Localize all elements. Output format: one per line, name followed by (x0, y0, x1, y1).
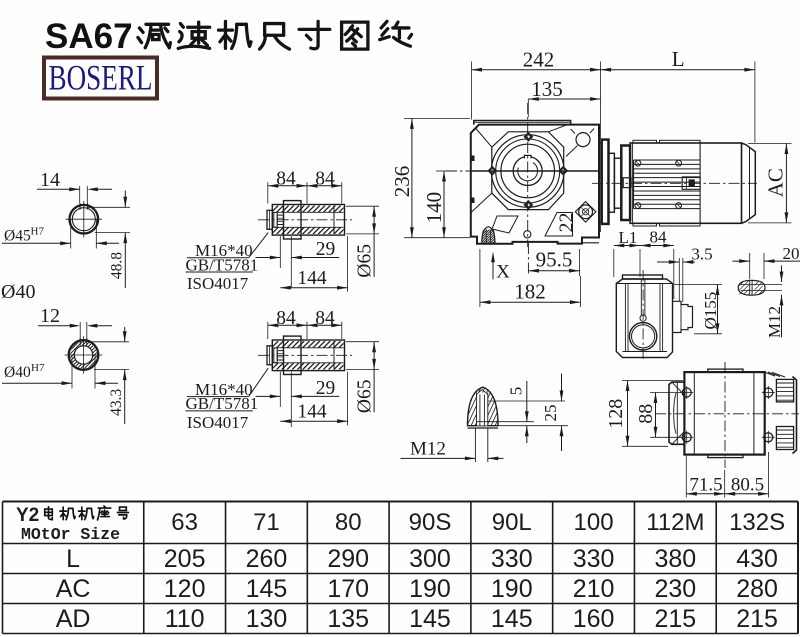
svg-text:132S: 132S (729, 509, 785, 536)
svg-text:110: 110 (165, 605, 205, 633)
svg-text:Ø45: Ø45 (4, 228, 31, 245)
svg-text:29: 29 (316, 378, 336, 399)
svg-text:330: 330 (573, 545, 615, 573)
svg-text:48.8: 48.8 (109, 252, 126, 279)
svg-text:170: 170 (327, 575, 369, 603)
svg-text:280: 280 (736, 575, 778, 603)
svg-text:Ø40: Ø40 (4, 364, 31, 381)
svg-text:300: 300 (409, 545, 451, 573)
svg-text:M16*40: M16*40 (195, 380, 253, 399)
svg-text:128: 128 (605, 399, 627, 429)
svg-text:63: 63 (171, 509, 198, 536)
svg-text:100: 100 (574, 509, 614, 536)
svg-text:22: 22 (556, 213, 578, 233)
svg-text:14: 14 (40, 169, 60, 191)
svg-text:230: 230 (654, 575, 696, 603)
svg-text:190: 190 (409, 575, 451, 603)
svg-text:84: 84 (315, 308, 335, 329)
svg-text:145: 145 (246, 575, 288, 603)
svg-text:ISO4017: ISO4017 (187, 413, 249, 432)
svg-text:25: 25 (541, 405, 560, 422)
svg-text:L: L (66, 545, 80, 573)
svg-text:135: 135 (531, 77, 563, 101)
svg-text:95.5: 95.5 (536, 248, 573, 272)
svg-text:71: 71 (253, 509, 280, 536)
svg-text:380: 380 (654, 545, 696, 573)
svg-text:80: 80 (335, 509, 362, 536)
svg-text:Ø40: Ø40 (1, 281, 35, 303)
svg-text:145: 145 (491, 605, 533, 633)
svg-text:Y2: Y2 (16, 505, 39, 526)
svg-text:120: 120 (164, 575, 206, 603)
svg-text:3.5: 3.5 (691, 245, 712, 264)
svg-text:112M: 112M (646, 509, 704, 536)
svg-text:84: 84 (315, 168, 335, 189)
svg-text:Ø65: Ø65 (355, 244, 376, 278)
svg-text:M12: M12 (765, 306, 784, 338)
svg-text:M16*40: M16*40 (195, 241, 253, 260)
svg-text:M12: M12 (410, 439, 446, 460)
svg-text:GB/T5781: GB/T5781 (186, 255, 259, 274)
svg-text:SA67: SA67 (45, 17, 133, 56)
svg-text:135: 135 (327, 605, 369, 633)
svg-text:90S: 90S (409, 509, 452, 536)
svg-text:205: 205 (164, 545, 206, 573)
svg-text:182: 182 (514, 280, 546, 304)
svg-text:20: 20 (783, 244, 800, 263)
svg-text:140: 140 (422, 192, 446, 224)
svg-text:X: X (496, 262, 510, 283)
svg-text:215: 215 (654, 605, 696, 633)
svg-text:84: 84 (276, 168, 296, 189)
svg-text:BOSERL: BOSERL (49, 58, 153, 98)
svg-text:AC: AC (56, 575, 91, 603)
svg-text:5: 5 (507, 387, 526, 396)
svg-text:Ø65: Ø65 (355, 380, 376, 414)
svg-text:H7: H7 (31, 362, 45, 374)
svg-text:AD: AD (56, 605, 91, 633)
svg-text:88: 88 (635, 404, 657, 424)
svg-text:144: 144 (297, 268, 327, 289)
svg-text:430: 430 (736, 545, 778, 573)
svg-text:236: 236 (390, 166, 414, 198)
svg-text:190: 190 (491, 575, 533, 603)
svg-text:43.3: 43.3 (108, 388, 125, 415)
svg-text:71.5: 71.5 (689, 474, 722, 495)
svg-text:84: 84 (276, 308, 296, 329)
svg-text:80.5: 80.5 (731, 474, 764, 495)
svg-text:260: 260 (246, 545, 288, 573)
svg-text:130: 130 (246, 605, 288, 633)
svg-text:290: 290 (327, 545, 369, 573)
svg-text:AC: AC (764, 168, 788, 197)
svg-text:144: 144 (297, 402, 327, 423)
svg-text:242: 242 (523, 48, 555, 72)
svg-text:L1: L1 (619, 228, 638, 247)
svg-text:L: L (672, 47, 685, 71)
svg-text:145: 145 (409, 605, 451, 633)
svg-text:90L: 90L (492, 509, 532, 536)
svg-text:MOtOr Size: MOtOr Size (21, 525, 120, 544)
svg-text:215: 215 (736, 605, 778, 633)
svg-text:84: 84 (650, 228, 668, 247)
svg-text:12: 12 (40, 305, 60, 327)
svg-text:Ø155: Ø155 (701, 292, 720, 330)
svg-text:29: 29 (316, 239, 336, 260)
svg-text:GB/T5781: GB/T5781 (186, 394, 259, 413)
svg-text:H7: H7 (31, 226, 45, 238)
svg-text:160: 160 (573, 605, 615, 633)
svg-text:210: 210 (573, 575, 615, 603)
svg-text:330: 330 (491, 545, 533, 573)
svg-text:ISO4017: ISO4017 (187, 274, 249, 293)
